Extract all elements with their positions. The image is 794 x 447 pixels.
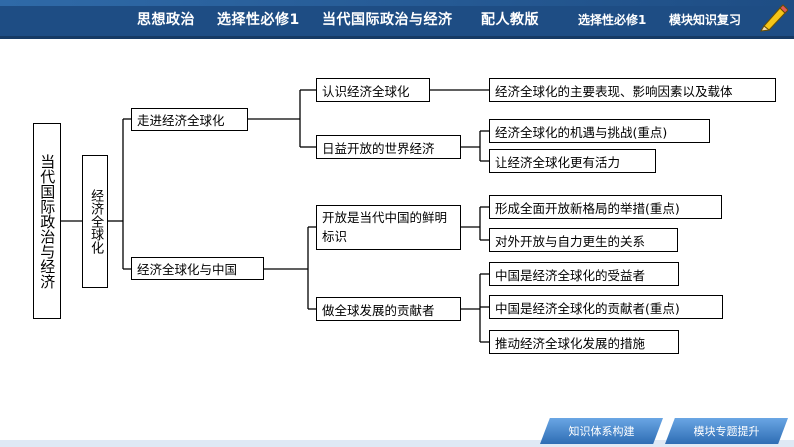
- leaf-8: 推动经济全球化发展的措施: [489, 330, 679, 354]
- nav-module-topic-button[interactable]: 模块专题提升: [665, 418, 788, 444]
- header-edition: 配人教版: [481, 12, 539, 28]
- node-root: 当代国际政治与经济: [33, 123, 61, 319]
- leaf-4: 形成全面开放新格局的举措(重点): [489, 195, 722, 219]
- nav-knowledge-system-button[interactable]: 知识体系构建: [540, 418, 663, 444]
- leaf-1: 经济全球化的主要表现、影响因素以及载体: [489, 78, 776, 102]
- header-book-right: 选择性必修1: [578, 13, 647, 27]
- leaf-3: 让经济全球化更有活力: [489, 149, 656, 173]
- header-stripe: [0, 0, 794, 6]
- leaf-5: 对外开放与自力更生的关系: [489, 228, 678, 252]
- node-branch2: 经济全球化与中国: [131, 257, 264, 280]
- leaf-7: 中国是经济全球化的贡献者(重点): [489, 295, 723, 319]
- header-subject: 思想政治: [137, 12, 195, 28]
- node-level1: 经济全球化: [82, 155, 108, 288]
- pencil-icon: [760, 4, 788, 32]
- leaf-2: 经济全球化的机遇与挑战(重点): [489, 119, 710, 143]
- bottom-band: [0, 440, 794, 447]
- leaf-6: 中国是经济全球化的受益者: [489, 262, 679, 286]
- node-branch2-child1: 开放是当代中国的鲜明标识: [316, 205, 461, 250]
- header-bar: 思想政治 选择性必修1 当代国际政治与经济 配人教版 选择性必修1 模块知识复习: [0, 0, 794, 39]
- node-branch1: 走进经济全球化: [131, 108, 248, 131]
- node-branch1-child2: 日益开放的世界经济: [316, 135, 461, 159]
- header-section: 模块知识复习: [669, 13, 742, 27]
- node-branch2-child2: 做全球发展的贡献者: [316, 297, 461, 321]
- node-branch1-child1: 认识经济全球化: [316, 78, 430, 102]
- header-book: 选择性必修1: [217, 12, 300, 28]
- header-title: 当代国际政治与经济: [322, 12, 453, 28]
